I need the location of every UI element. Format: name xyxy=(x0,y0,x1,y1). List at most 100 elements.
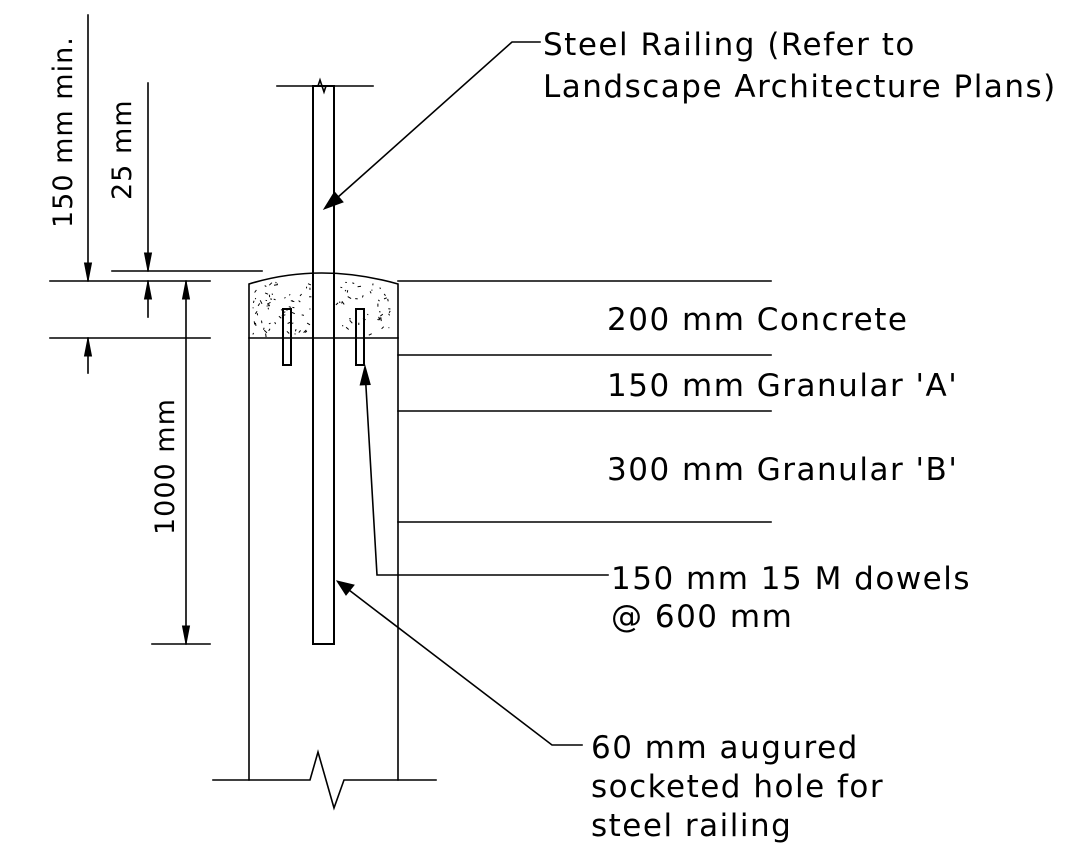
aggregate-speck xyxy=(267,301,271,305)
aggregate-speck xyxy=(274,321,277,325)
aggregate-speck xyxy=(252,300,255,304)
hole-callout-line2: socketed hole for xyxy=(591,769,884,805)
aggregate-speck xyxy=(268,322,271,325)
hole-callout-line3: steel railing xyxy=(591,808,792,844)
railing-leader xyxy=(335,41,541,200)
dowel-leader xyxy=(364,369,609,576)
aggregate-speck xyxy=(259,300,263,305)
hole-callout-line1: 60 mm augured xyxy=(591,730,859,766)
aggregate-speck xyxy=(254,289,257,293)
aggregate-speck xyxy=(299,293,302,297)
aggregate-speck xyxy=(383,297,387,300)
dowel-callout-line1: 150 mm 15 M dowels xyxy=(611,561,971,597)
dim-150-arrow-bottom xyxy=(83,337,93,357)
dim-label-1000: 1000 mm xyxy=(150,398,181,535)
aggregate-speck xyxy=(379,313,384,317)
aggregate-speck xyxy=(379,287,381,290)
aggregate-speck xyxy=(349,319,353,324)
aggregate-speck xyxy=(388,313,391,316)
aggregate-speck xyxy=(309,308,311,310)
dim-1000-arrow-bottom xyxy=(181,625,191,645)
aggregate-speck xyxy=(266,305,268,307)
aggregate-speck xyxy=(344,289,347,292)
dim-1000-arrow-top xyxy=(181,280,191,300)
concrete-slab xyxy=(248,272,399,339)
aggregate-speck xyxy=(304,330,308,333)
aggregate-speck xyxy=(266,303,270,307)
aggregate-speck xyxy=(345,326,350,330)
aggregate-speck xyxy=(278,315,282,319)
aggregate-speck xyxy=(361,295,364,298)
aggregate-speck xyxy=(301,314,305,316)
layer-label-concrete: 200 mm Concrete xyxy=(607,302,908,338)
hole-leader xyxy=(347,588,583,746)
aggregate-speck xyxy=(268,328,271,332)
aggregate-speck xyxy=(306,322,311,326)
layer-label-granular-b: 300 mm Granular 'B' xyxy=(607,452,958,488)
steel-railing-post xyxy=(312,85,335,645)
aggregate-speck xyxy=(286,330,290,334)
aggregate-speck xyxy=(257,303,261,307)
dim-25-arrow-bottom xyxy=(143,280,153,300)
dowel-callout-line2: @ 600 mm xyxy=(611,599,793,635)
railing-callout-line2: Landscape Architecture Plans) xyxy=(543,69,1057,105)
hole-leader-arrow xyxy=(335,580,355,596)
aggregate-speck xyxy=(254,311,258,315)
aggregate-speck xyxy=(294,329,297,332)
aggregate-speck xyxy=(253,321,256,325)
aggregate-speck xyxy=(340,302,343,304)
aggregate-speck xyxy=(388,327,390,329)
railing-callout-line1: Steel Railing (Refer to xyxy=(543,27,916,63)
aggregate-speck xyxy=(381,326,385,330)
post-top-break xyxy=(316,77,328,95)
aggregate-speck xyxy=(340,286,343,289)
aggregate-speck xyxy=(275,281,277,284)
aggregate-speck xyxy=(291,300,294,302)
aggregate-speck xyxy=(307,283,312,286)
aggregate-speck xyxy=(383,293,386,296)
aggregate-speck xyxy=(263,327,265,330)
railing-leader-arrow xyxy=(322,191,344,210)
dim-label-150-min: 150 mm min. xyxy=(48,36,79,228)
aggregate-speck xyxy=(335,302,339,306)
dowel-leader-arrow xyxy=(359,364,371,386)
dim-25-arrow-top xyxy=(143,252,153,272)
aggregate-speck xyxy=(303,329,307,333)
aggregate-speck xyxy=(380,317,382,322)
dim-label-25: 25 mm xyxy=(107,99,138,200)
aggregate-speck xyxy=(387,298,389,302)
aggregate-speck xyxy=(273,284,278,286)
aggregate-speck xyxy=(388,310,391,314)
aggregate-speck xyxy=(284,297,286,299)
layer-label-granular-a: 150 mm Granular 'A' xyxy=(607,368,958,404)
concrete-aggregate xyxy=(252,281,391,338)
aggregate-speck xyxy=(369,291,372,294)
aggregate-speck xyxy=(273,298,276,301)
aggregate-speck xyxy=(280,309,283,311)
aggregate-speck xyxy=(254,322,257,326)
aggregate-speck xyxy=(377,299,380,302)
aggregate-speck xyxy=(368,333,372,336)
aggregate-speck xyxy=(291,311,296,315)
aggregate-speck xyxy=(288,306,292,308)
aggregate-speck xyxy=(347,296,352,300)
aggregate-speck xyxy=(284,311,286,313)
aggregate-speck xyxy=(252,332,254,335)
aggregate-speck xyxy=(292,322,294,324)
aggregate-speck xyxy=(264,292,269,295)
dowel-left xyxy=(282,308,292,366)
aggregate-speck xyxy=(341,301,345,305)
aggregate-speck xyxy=(265,333,267,338)
dowel-right xyxy=(355,308,365,366)
aggregate-speck xyxy=(264,285,267,288)
break-line xyxy=(212,749,437,811)
dim-150-arrow-top xyxy=(83,262,93,282)
aggregate-speck xyxy=(378,317,381,320)
aggregate-speck xyxy=(288,293,291,296)
aggregate-speck xyxy=(263,329,268,334)
aggregate-speck xyxy=(298,330,301,333)
aggregate-speck xyxy=(268,282,273,286)
aggregate-speck xyxy=(352,282,355,284)
aggregate-speck xyxy=(298,300,301,303)
